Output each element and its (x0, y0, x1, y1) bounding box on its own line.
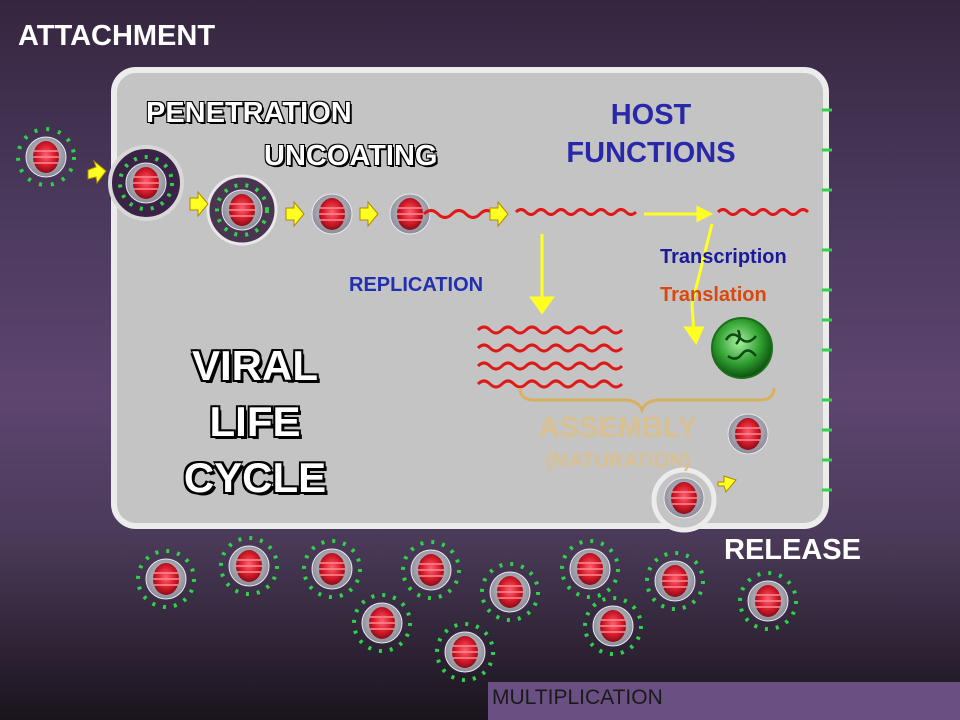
virus-free-attaching (16, 127, 76, 187)
cell-surface-spikes (822, 108, 832, 492)
label-translation: Translation (660, 284, 767, 306)
label-uncoating: UNCOATING (264, 140, 438, 172)
label-assembly: ASSEMBLY (538, 412, 698, 444)
label-transcription: Transcription (660, 246, 787, 268)
diagram-title: VIRAL LIFE CYCLE (183, 342, 327, 501)
viral-rna (422, 208, 810, 219)
assembly-brace (518, 387, 776, 415)
label-penetration: PENETRATION (146, 97, 352, 129)
label-multiplication: MULTIPLICATION (492, 686, 663, 709)
label-replication: REPLICATION (349, 274, 484, 296)
label-host-functions: HOST FUNCTIONS (566, 99, 736, 169)
uncoating-capsid-1 (311, 193, 353, 235)
assembled-virion (727, 413, 769, 455)
multiplication-bar (488, 682, 960, 720)
virus-endocytosis (108, 145, 184, 221)
budding-virion (663, 477, 705, 519)
label-release: RELEASE (724, 534, 861, 566)
process-arrows (529, 205, 714, 346)
host-cell (111, 67, 829, 529)
virus-in-vesicle (206, 174, 278, 246)
flow-arrows (87, 159, 737, 494)
label-attachment: ATTACHMENT (18, 20, 216, 52)
released-virion-cores (145, 545, 789, 673)
released-virions (136, 536, 798, 682)
label-maturation: (MATURATION) (545, 450, 691, 472)
viral-protein (711, 317, 773, 379)
replicated-rna (476, 325, 624, 389)
